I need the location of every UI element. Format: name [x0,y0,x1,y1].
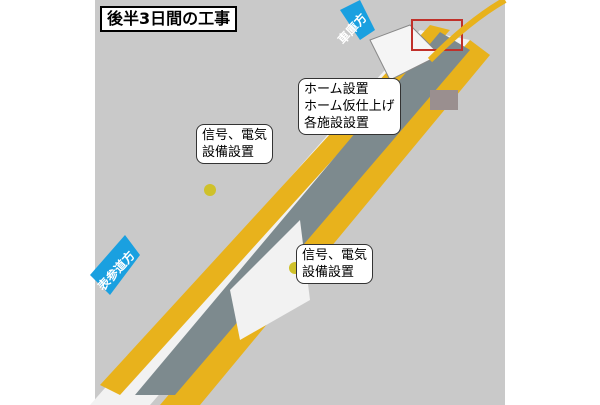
callout-line: ホーム仮仕上げ [304,99,395,114]
pier [430,90,458,110]
signal-callout-right: 信号、電気 設備設置 [296,244,374,284]
callout-line: 信号、電気 [302,248,368,263]
callout-line: ホーム設置 [304,82,369,97]
crane [204,184,216,196]
platform-callout: ホーム設置 ホーム仮仕上げ 各施設設置 [298,78,401,135]
side-building [230,220,310,340]
callout-line: 各施設設置 [304,116,370,131]
callout-line: 設備設置 [202,145,255,160]
omotesando-arrow-icon [90,235,140,295]
curved-track [427,0,507,63]
callout-line: 信号、電気 [202,128,268,143]
signal-callout-left: 信号、電気 設備設置 [196,124,274,164]
callout-line: 設備設置 [302,265,355,280]
page-title: 後半3日間の工事 [100,6,238,32]
platform-end [369,24,441,81]
depot-arrow-icon [340,0,375,40]
